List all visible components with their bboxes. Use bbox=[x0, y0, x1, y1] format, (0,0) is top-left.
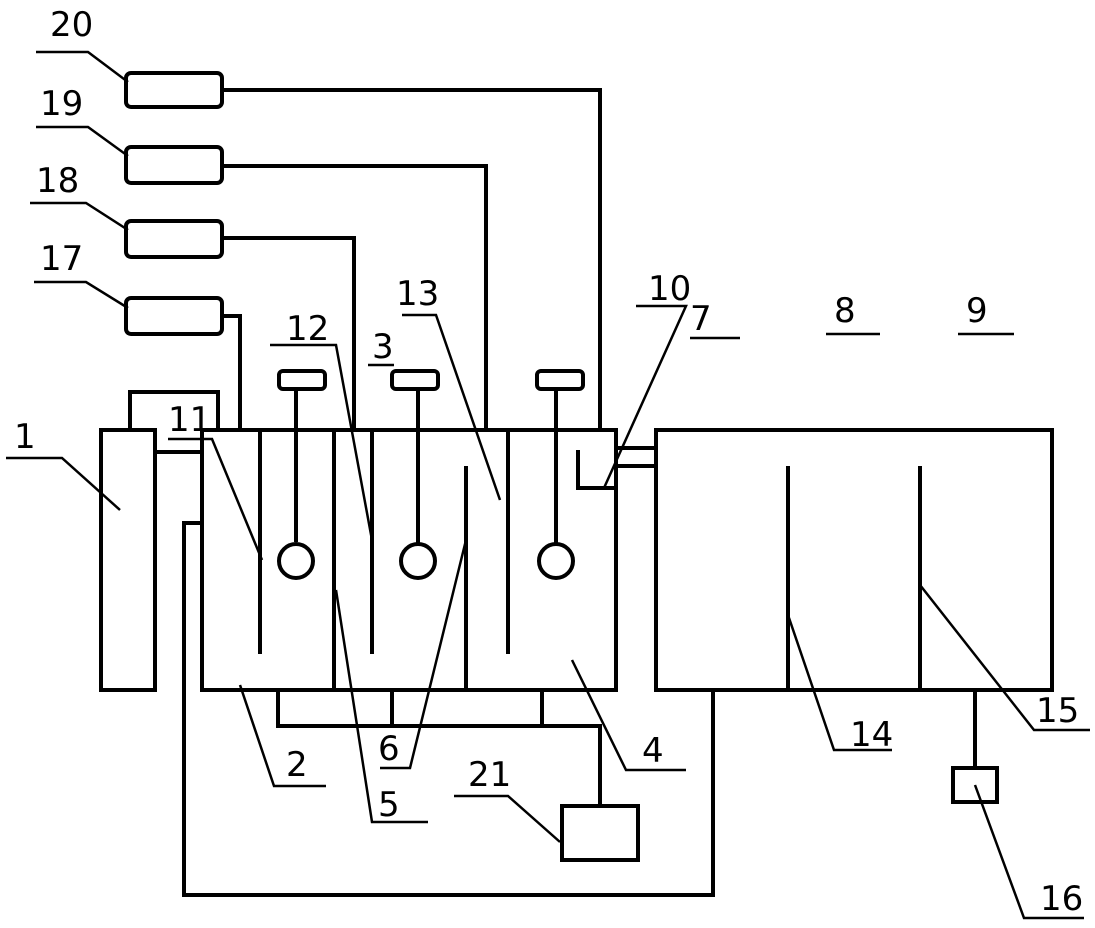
label-16: 16 bbox=[1040, 879, 1083, 919]
wire-17 bbox=[220, 314, 242, 432]
aeration-pipe bbox=[276, 688, 602, 808]
label-5: 5 bbox=[378, 785, 400, 825]
label-11: 11 bbox=[168, 400, 211, 440]
label-18: 18 bbox=[36, 161, 79, 201]
box-21 bbox=[560, 804, 640, 862]
label-7: 7 bbox=[690, 299, 712, 339]
impeller-3 bbox=[537, 542, 575, 580]
box-19 bbox=[124, 145, 224, 185]
impeller-1 bbox=[277, 542, 315, 580]
label-21: 21 bbox=[468, 755, 511, 795]
motor-1 bbox=[277, 369, 327, 391]
box-20 bbox=[124, 71, 224, 109]
settling-tank bbox=[654, 428, 1054, 692]
pipe-1-top bbox=[128, 390, 220, 432]
label-2: 2 bbox=[286, 745, 308, 785]
label-1: 1 bbox=[14, 417, 36, 457]
label-20: 20 bbox=[50, 5, 93, 45]
wire-18 bbox=[220, 236, 356, 432]
label-10: 10 bbox=[648, 269, 691, 309]
motor-2 bbox=[390, 369, 440, 391]
label-6: 6 bbox=[378, 729, 400, 769]
label-15: 15 bbox=[1036, 691, 1079, 731]
label-13: 13 bbox=[396, 274, 439, 314]
label-4: 4 bbox=[642, 731, 664, 771]
label-17: 17 bbox=[40, 239, 83, 279]
wire-20 bbox=[220, 88, 602, 432]
motor-3 bbox=[535, 369, 585, 391]
label-14: 14 bbox=[850, 715, 893, 755]
return-line bbox=[182, 521, 715, 897]
label-3: 3 bbox=[372, 327, 394, 367]
wire-19 bbox=[220, 164, 488, 432]
impeller-2 bbox=[399, 542, 437, 580]
leader-lines bbox=[6, 50, 1090, 920]
weir-10 bbox=[576, 450, 618, 490]
box-18 bbox=[124, 219, 224, 259]
reactor-tank bbox=[200, 428, 618, 692]
label-12: 12 bbox=[286, 309, 329, 349]
tank-1 bbox=[99, 428, 157, 692]
label-19: 19 bbox=[40, 84, 83, 124]
label-9: 9 bbox=[966, 291, 988, 331]
box-16 bbox=[951, 766, 999, 804]
label-8: 8 bbox=[834, 291, 856, 331]
box-17 bbox=[124, 296, 224, 336]
